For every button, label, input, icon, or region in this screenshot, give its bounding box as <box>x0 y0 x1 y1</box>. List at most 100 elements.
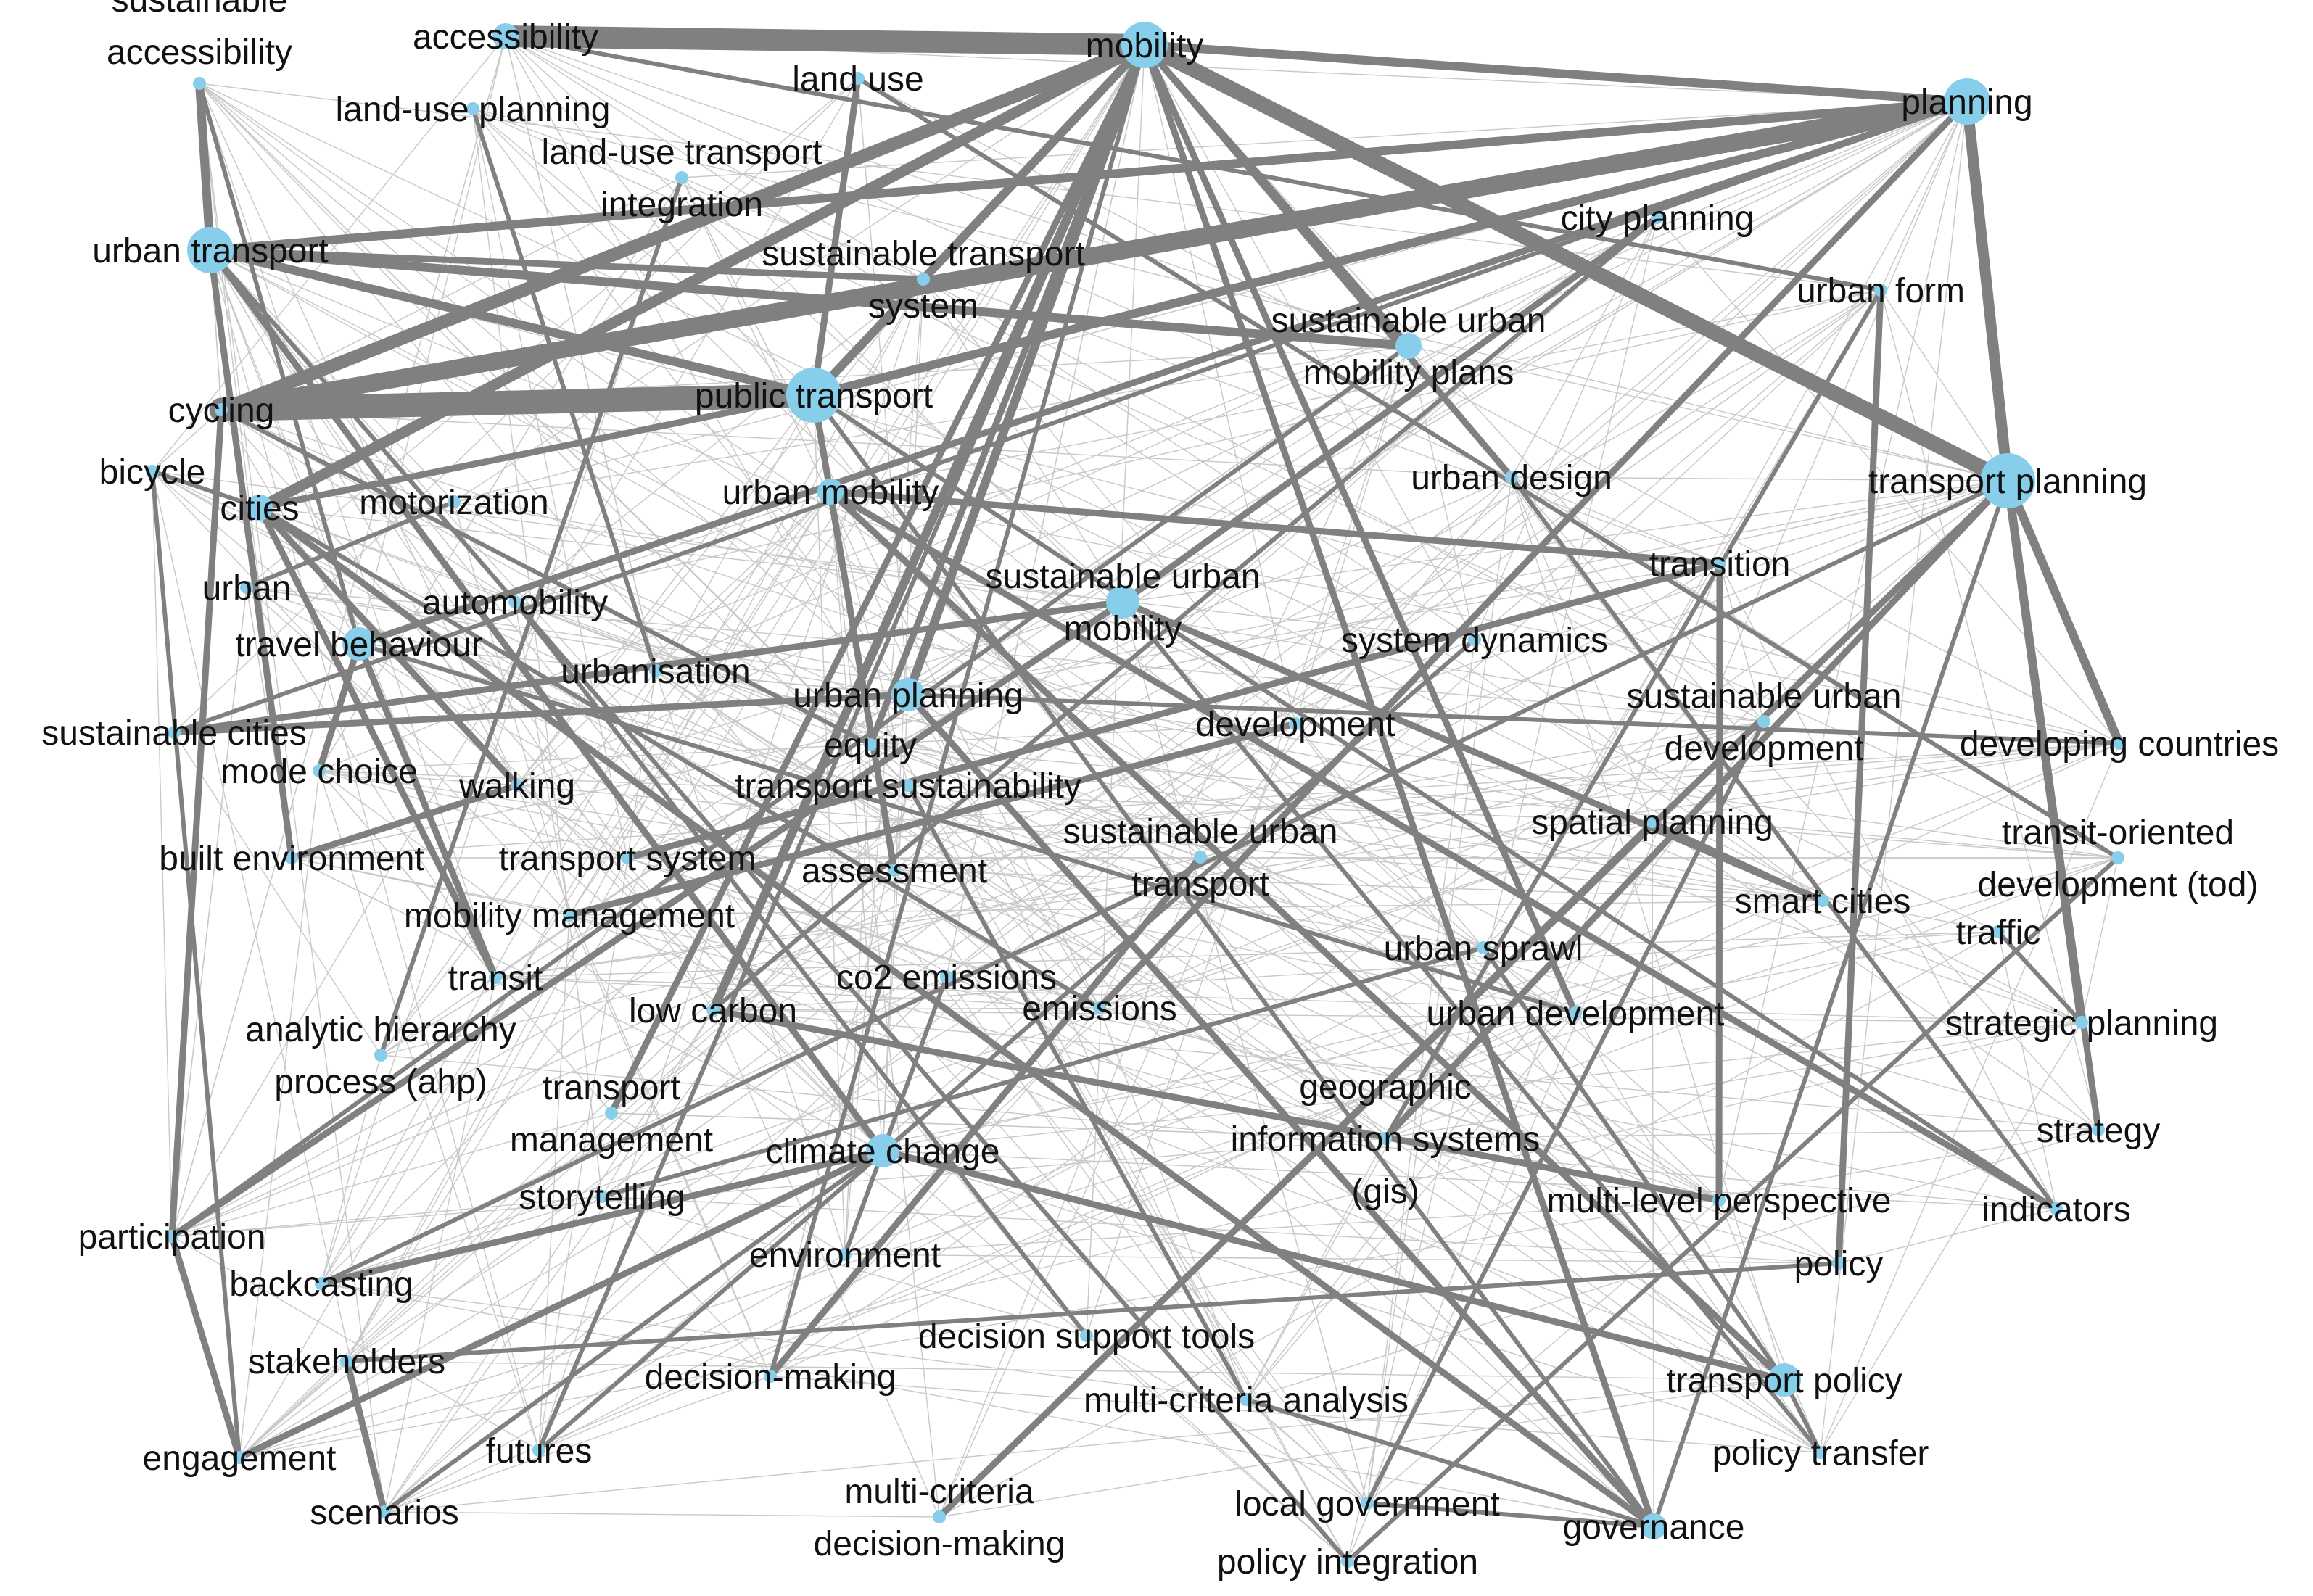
node-motorization[interactable] <box>448 495 461 508</box>
node-analytic-hierarchy-process[interactable] <box>374 1049 387 1062</box>
node-governance[interactable] <box>1641 1513 1667 1539</box>
node-equity[interactable] <box>864 738 877 751</box>
node-travel-behaviour[interactable] <box>342 627 376 661</box>
node-strategic-planning[interactable] <box>2075 1016 2088 1029</box>
node-engagement[interactable] <box>233 1451 246 1464</box>
label-transport-planning: transport planning <box>1868 463 2147 501</box>
node-low-carbon[interactable] <box>706 1004 720 1017</box>
node-urban[interactable] <box>240 581 253 594</box>
faint-edge <box>384 977 496 1513</box>
node-decision-support-tools[interactable] <box>1080 1329 1093 1342</box>
faint-edge <box>538 670 656 1451</box>
node-system-dynamics[interactable] <box>1468 633 1481 646</box>
node-transport-system[interactable] <box>621 851 634 864</box>
node-local-government[interactable] <box>1361 1497 1374 1510</box>
label-line: decision-making <box>814 1525 1065 1563</box>
edge-public-transport-assessment <box>810 392 898 874</box>
faint-edge <box>505 36 1512 478</box>
node-sustainable-transport-system[interactable] <box>917 273 930 286</box>
node-policy-integration[interactable] <box>1341 1555 1354 1568</box>
node-planning[interactable] <box>1944 78 1990 125</box>
node-sustainable-urban-development[interactable] <box>1757 715 1770 728</box>
node-indicators[interactable] <box>2050 1202 2063 1215</box>
node-land-use[interactable] <box>852 72 865 85</box>
node-transport-management[interactable] <box>605 1107 618 1120</box>
node-participation[interactable] <box>165 1230 178 1243</box>
faint-edge <box>514 289 1881 603</box>
faint-edge <box>907 101 1968 695</box>
node-urbanisation[interactable] <box>649 664 662 677</box>
node-walking[interactable] <box>511 779 524 792</box>
node-spatial-planning[interactable] <box>1646 815 1659 828</box>
node-transport-sustainability[interactable] <box>902 779 915 792</box>
faint-edge <box>514 491 831 603</box>
node-storytelling[interactable] <box>595 1190 609 1203</box>
node-sustainable-urban-mobility-plans[interactable] <box>1395 333 1422 359</box>
node-stakeholders[interactable] <box>340 1355 353 1368</box>
node-urban-design[interactable] <box>1505 471 1518 484</box>
label-line: governance <box>1563 1508 1745 1547</box>
node-climate-change[interactable] <box>866 1134 899 1167</box>
node-futures[interactable] <box>532 1444 545 1457</box>
node-decision-making[interactable] <box>764 1370 777 1383</box>
node-public-transport[interactable] <box>786 368 841 423</box>
node-land-use-planning[interactable] <box>466 102 479 115</box>
node-urban-planning[interactable] <box>891 678 925 711</box>
node-transit-oriented-development[interactable] <box>2111 851 2124 864</box>
node-automobility[interactable] <box>508 595 521 608</box>
edge-urban-sprawl-storytelling <box>600 946 1485 1199</box>
node-built-environment[interactable] <box>285 851 298 864</box>
node-development[interactable] <box>1289 717 1302 730</box>
label-strategy: strategy <box>2037 1112 2161 1150</box>
node-multi-level-perspective[interactable] <box>1712 1194 1726 1207</box>
faint-edge <box>1820 743 2120 1453</box>
node-sustainable-cities[interactable] <box>168 726 181 739</box>
node-environment[interactable] <box>838 1248 852 1261</box>
node-land-use-transport-integration[interactable] <box>675 171 688 184</box>
node-urban-development[interactable] <box>1569 1006 1582 1020</box>
node-multi-criteria-analysis[interactable] <box>1240 1393 1253 1406</box>
node-accessibility[interactable] <box>492 23 519 49</box>
node-sustainable-urban-transport[interactable] <box>1194 851 1207 864</box>
node-cycling[interactable] <box>215 403 228 416</box>
label-line: land-use transport <box>542 133 822 172</box>
node-multi-criteria-decision-making[interactable] <box>933 1510 946 1523</box>
faint-edge <box>601 1009 714 1197</box>
edge-governance-local-government <box>1365 1501 1656 1529</box>
node-traffic[interactable] <box>1992 925 2005 938</box>
edge-decision-making-sustainable-urban-transport <box>767 853 1204 1380</box>
node-smart-cities[interactable] <box>1816 894 1829 907</box>
faint-edge <box>152 409 222 472</box>
node-mode-choice[interactable] <box>313 764 326 777</box>
node-bicycle[interactable] <box>146 465 159 478</box>
node-urban-form[interactable] <box>1874 284 1887 297</box>
node-sustainable-accessibility[interactable] <box>193 77 206 90</box>
node-transition[interactable] <box>1713 557 1726 570</box>
node-urban-mobility[interactable] <box>817 479 844 505</box>
node-mobility[interactable] <box>1121 22 1168 68</box>
node-sustainable-urban-mobility[interactable] <box>1106 585 1139 619</box>
node-urban-transport[interactable] <box>187 227 234 273</box>
node-scenarios[interactable] <box>378 1505 391 1518</box>
node-urban-sprawl[interactable] <box>1477 941 1490 954</box>
node-transit[interactable] <box>489 971 502 984</box>
node-developing-countries[interactable] <box>2113 737 2126 750</box>
node-policy-transfer[interactable] <box>1814 1446 1827 1459</box>
label-walking: walking <box>458 767 575 806</box>
node-emissions[interactable] <box>1093 1001 1106 1014</box>
node-strategy[interactable] <box>2092 1123 2105 1136</box>
faint-edge <box>1838 1208 2057 1264</box>
node-transport-planning[interactable] <box>1980 453 2035 508</box>
node-geographic-information-systems[interactable] <box>1379 1132 1392 1145</box>
node-city-planning[interactable] <box>1651 211 1664 224</box>
node-cities[interactable] <box>247 495 273 521</box>
node-co2-emissions[interactable] <box>940 970 953 983</box>
node-transport-policy[interactable] <box>1768 1363 1801 1397</box>
node-mobility-management[interactable] <box>563 909 576 922</box>
node-assessment[interactable] <box>888 864 901 877</box>
node-backcasting[interactable] <box>315 1277 328 1290</box>
node-policy[interactable] <box>1832 1257 1845 1270</box>
